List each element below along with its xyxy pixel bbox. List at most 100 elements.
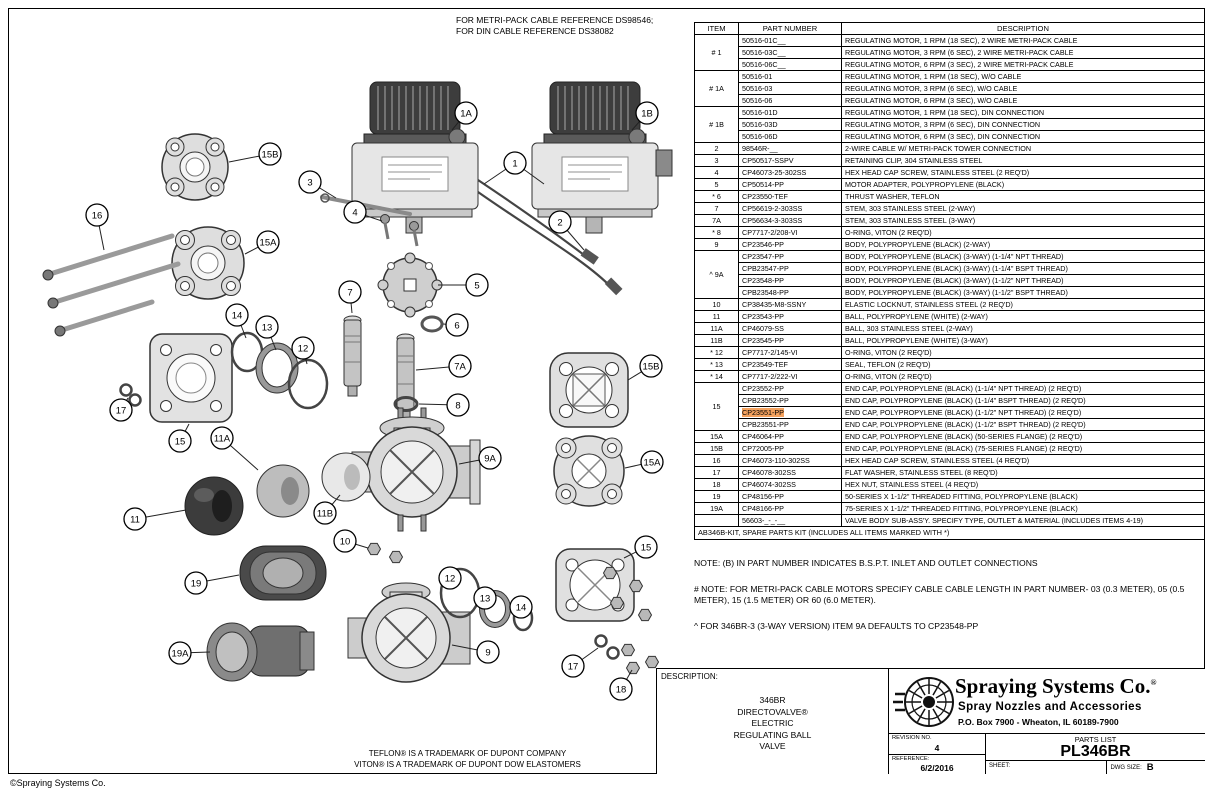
description-cell: VALVE BODY SUB-ASS'Y. SPECIFY TYPE, OUTL…: [841, 514, 1205, 527]
item-cell: 3: [694, 154, 739, 167]
part-number-cell: CP46074-302SS: [738, 478, 842, 491]
part-number-cell: CP23549-TEF: [738, 358, 842, 371]
highlighted-part-number: CP23551-PP: [742, 408, 784, 417]
company-tagline: Spray Nozzles and Accessories: [958, 701, 1142, 713]
part-number-cell: CP7717-2/222-VI: [738, 370, 842, 383]
callout-label: 4: [352, 207, 357, 218]
description-cell: STEM, 303 STAINLESS STEEL (2-WAY): [841, 202, 1205, 215]
description-cell: REGULATING MOTOR, 3 RPM (6 SEC), DIN CON…: [841, 118, 1205, 131]
part-number-cell: CP48166-PP: [738, 502, 842, 515]
item-cell: 17: [694, 466, 739, 479]
callout-10: [333, 529, 357, 553]
part-number-cell: CP23551-PP: [738, 406, 842, 419]
description-line: VALVE: [759, 741, 786, 751]
description-cell: REGULATING MOTOR, 6 RPM (3 SEC), W/O CAB…: [841, 94, 1205, 107]
title-block-right: Spraying Systems Co.® Spray Nozzles and …: [889, 669, 1205, 774]
valve-body-2way-drawing: [347, 582, 471, 683]
callout-label: 14: [232, 310, 243, 321]
item-cell: 2: [694, 142, 739, 155]
callout-label: 3: [307, 177, 312, 188]
part-number-cell: CP7717-2/145-VI: [738, 346, 842, 359]
callout-15b: [258, 142, 282, 166]
company-name: Spraying Systems Co.®: [955, 674, 1157, 698]
callout-label: 12: [445, 573, 456, 584]
part-number-cell: 50516-06C__: [738, 58, 842, 71]
reference-cell: REFERENCE: 6/2/2016: [889, 755, 985, 775]
item-cell: 11B: [694, 334, 739, 347]
description-cell: HEX HEAD CAP SCREW, STAINLESS STEEL (4 R…: [841, 454, 1205, 467]
col-header-item: ITEM: [694, 22, 739, 35]
item-cell: # 1B: [694, 106, 739, 143]
dwg-size-label: DWG SIZE:: [1110, 764, 1142, 771]
callout-17: [561, 654, 585, 678]
callout-label: 17: [116, 405, 127, 416]
bolts-drawing: [42, 233, 181, 337]
notes-section: NOTE: (B) IN PART NUMBER INDICATES B.S.P…: [694, 558, 1202, 647]
stem-3way-drawing: [396, 333, 415, 421]
callout-15a: [640, 450, 664, 474]
col-header-part-number: PART NUMBER: [738, 22, 842, 35]
flange-15a-left-drawing: [171, 226, 245, 300]
part-number-cell: CP23547-PP: [738, 250, 842, 263]
callout-12: [438, 566, 462, 590]
callout-11b: [313, 501, 337, 525]
item-cell: [694, 514, 739, 527]
revision-cell: REVISION NO. 4: [889, 734, 985, 755]
description-cell: SEAL, TEFLON (2 REQ'D): [841, 358, 1205, 371]
balls-drawing: [184, 452, 371, 536]
revision-column: REVISION NO. 4 REFERENCE: 6/2/2016: [889, 734, 986, 774]
callout-label: 6: [454, 320, 459, 331]
callout-3: [298, 170, 322, 194]
callout-label: 17: [568, 661, 579, 672]
callout-label: 7: [347, 287, 352, 298]
item-cell: 11A: [694, 322, 739, 335]
description-cell: MOTOR ADAPTER, POLYPROPYLENE (BLACK): [841, 178, 1205, 191]
item-cell: 19: [694, 490, 739, 503]
part-number-cell: CP48156-PP: [738, 490, 842, 503]
part-number-cell: CPB23548-PP: [738, 286, 842, 299]
description-cell: 50-SERIES X 1-1/2" THREADED FITTING, POL…: [841, 490, 1205, 503]
item-cell: * 6: [694, 190, 739, 203]
callout-7: [338, 280, 362, 304]
callout-label: 15: [641, 542, 652, 553]
item-cell: 18: [694, 478, 739, 491]
callout-label: 10: [340, 536, 351, 547]
item-cell: 7A: [694, 214, 739, 227]
description-line: DIRECTOVALVE®: [737, 706, 808, 717]
callout-18: [609, 677, 633, 701]
description-cell: HEX NUT, STAINLESS STEEL (4 REQ'D): [841, 478, 1205, 491]
callout-label: 19: [191, 578, 202, 589]
callout-label: 15: [175, 436, 186, 447]
callout-label: 15B: [262, 149, 279, 160]
title-block-bottom: REVISION NO. 4 REFERENCE: 6/2/2016 PARTS…: [889, 734, 1205, 774]
callout-label: 19A: [172, 648, 190, 659]
orings-left-drawing: [230, 331, 329, 410]
callout-label: 13: [480, 593, 491, 604]
spray-nozzle-logo-icon: [893, 677, 954, 727]
callout-1: [503, 151, 527, 175]
description-cell: RETAINING CLIP, 304 STAINLESS STEEL: [841, 154, 1205, 167]
description-cell: O-RING, VITON (2 REQ'D): [841, 226, 1205, 239]
description-cell: REGULATING MOTOR, 1 RPM (18 SEC), 2 WIRE…: [841, 34, 1205, 47]
part-number-cell: CP23552-PP: [738, 382, 842, 395]
description-cell: HEX HEAD CAP SCREW, STAINLESS STEEL (2 R…: [841, 166, 1205, 179]
part-number-cell: 50516-01: [738, 70, 842, 83]
callout-13: [255, 315, 279, 339]
callout-17: [109, 398, 133, 422]
description-cell: BODY, POLYPROPYLENE (BLACK) (2-WAY): [841, 238, 1205, 251]
description-cell: REGULATING MOTOR, 1 RPM (18 SEC), W/O CA…: [841, 70, 1205, 83]
